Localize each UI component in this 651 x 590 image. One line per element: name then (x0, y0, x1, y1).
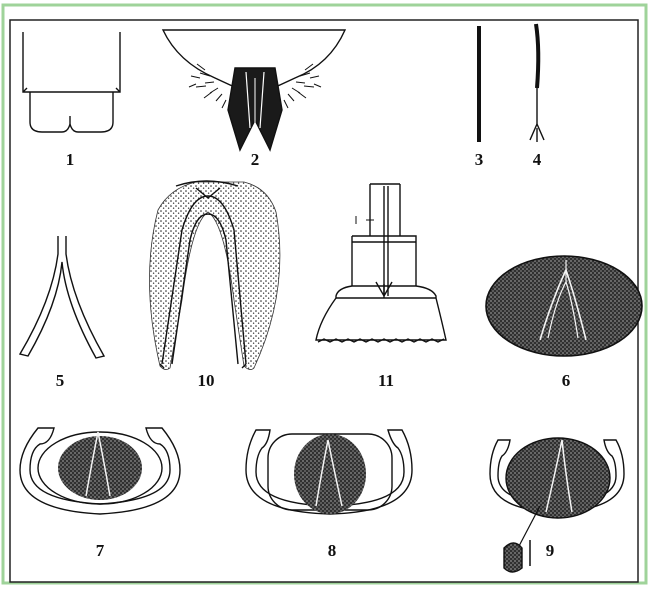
figure-8-label: 8 (328, 541, 337, 560)
figure-8-drawing (246, 430, 412, 514)
figure-9-label: 9 (546, 541, 555, 560)
figure-3-label: 3 (475, 150, 484, 169)
figure-6-drawing (486, 256, 642, 356)
figure-6-label: 6 (562, 371, 571, 390)
figure-5-label: 5 (56, 371, 65, 390)
figure-10-label: 10 (198, 371, 215, 390)
figure-5-drawing (20, 236, 104, 358)
figure-4-label: 4 (533, 150, 542, 169)
figure-11-drawing (316, 184, 446, 342)
figure-9-drawing (490, 438, 624, 572)
figure-2-label: 2 (251, 150, 260, 169)
figure-7-label: 7 (96, 541, 105, 560)
figure-7-drawing (20, 428, 180, 514)
figure-11-label: 11 (378, 371, 394, 390)
figure-10-drawing (149, 181, 279, 370)
figure-1-drawing (23, 32, 120, 132)
figure-4-drawing (530, 24, 544, 142)
figure-2-drawing (163, 30, 345, 150)
figure-1-label: 1 (66, 150, 75, 169)
